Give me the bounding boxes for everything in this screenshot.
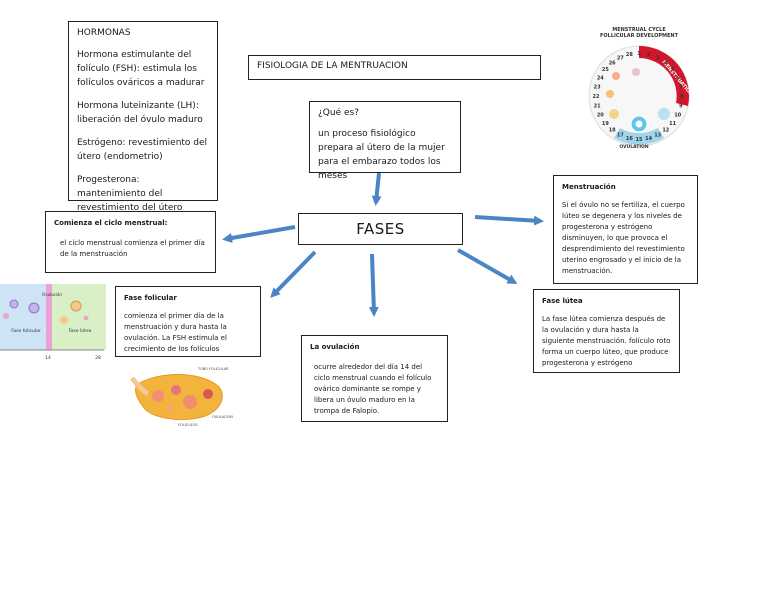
lutea-box: Fase lútea La fase lútea comienza despué… (533, 289, 680, 373)
ovulacion-box: La ovulación ocurre alrededor del día 14… (301, 335, 448, 422)
cycle-title-2: FOLLICULAR DEVELOPMENT (600, 33, 679, 39)
hormona-lh: Hormona luteinizante (LH): liberación de… (77, 101, 203, 125)
arrow-fases-to-folicular (270, 250, 317, 298)
ovulation-band-label: OVULATION (619, 144, 648, 150)
menstrual-cycle-image: MENSTRUAL CYCLE FOLLICULAR DEVELOPMENT M… (588, 27, 690, 150)
ovary-label-top: TUBO FOLICULAR (197, 367, 229, 371)
folicular-box: Fase folicular comienza el primer día de… (115, 286, 261, 357)
cycle-day-7: 7 (679, 84, 683, 90)
arrow-fases-to-lutea (457, 248, 518, 284)
cycle-day-16: 16 (626, 136, 633, 142)
cycle-day-11: 11 (669, 121, 676, 127)
cycle-day-19: 19 (602, 121, 609, 127)
arrow-fases-to-menstruacion (474, 215, 544, 226)
arrow-quees-to-fases (371, 172, 382, 206)
cycle-day-13: 13 (654, 133, 661, 139)
arrow-fases-to-ovulacion (368, 253, 379, 317)
hormona-estrogeno: Estrógeno: revestimiento del útero (endo… (77, 138, 208, 162)
cycle-day-22: 22 (593, 94, 600, 100)
ovary-label-bottom: FOLÍCULOS (178, 422, 198, 427)
chart-right-label: Fase lútea (69, 327, 92, 334)
arrow-fases-to-comienza (222, 225, 296, 243)
cycle-day-12: 12 (662, 128, 669, 134)
cycle-day-24: 24 (597, 75, 604, 81)
cycle-day-17: 17 (617, 133, 624, 139)
ovary-image: TUBO FOLICULAR OVULACIÓN FOLÍCULOS (130, 367, 233, 427)
main-title: FISIOLOGIA DE LA MENTRUACION (257, 61, 408, 71)
cycle-day-6: 6 (676, 75, 680, 81)
folicular-text: comienza el primer día de la menstruació… (124, 312, 227, 353)
fases-label: FASES (356, 220, 405, 238)
hormonas-title: HORMONAS (77, 28, 131, 38)
cycle-day-20: 20 (597, 113, 604, 119)
menstruacion-title: Menstruación (562, 183, 616, 191)
cycle-day-27: 27 (617, 55, 624, 61)
cycle-day-8: 8 (680, 94, 684, 100)
hormona-fsh: Hormona estimulante del folículo (FSH): … (77, 50, 205, 88)
main-title-box: FISIOLOGIA DE LA MENTRUACION (248, 55, 541, 80)
cycle-day-1: 1 (637, 51, 641, 57)
chart-tick-14: 14 (45, 355, 51, 361)
cycle-day-28: 28 (626, 52, 633, 58)
comienza-title: Comienza el ciclo menstrual: (54, 219, 168, 227)
fases-center-box: FASES (298, 213, 463, 245)
cycle-day-14: 14 (645, 136, 652, 142)
cycle-day-18: 18 (609, 128, 616, 134)
chart-left-label: Fase folicular (11, 328, 41, 334)
cycle-day-3: 3 (656, 55, 660, 61)
menstruacion-box: Menstruación Si el óvulo no se fertiliza… (553, 175, 698, 284)
hormona-progesterona: Progesterona: mantenimiento del revestim… (77, 175, 183, 213)
ovary-label-right: OVULACIÓN (212, 414, 233, 419)
que-es-box: ¿Qué es? un proceso fisiológico prepara … (309, 101, 461, 181)
cycle-day-9: 9 (679, 104, 683, 110)
cycle-day-23: 23 (594, 84, 601, 90)
chart-tick-28: 28 (95, 355, 101, 361)
cycle-day-2: 2 (647, 52, 651, 58)
cycle-title-1: MENSTRUAL CYCLE (612, 27, 666, 33)
cycle-day-21: 21 (594, 104, 601, 110)
que-es-question: ¿Qué es? (318, 108, 359, 118)
ovulacion-text: ocurre alrededor del día 14 del ciclo me… (314, 363, 432, 415)
comienza-text: el ciclo menstrual comienza el primer dí… (60, 239, 205, 258)
hormonas-box: HORMONAS Hormona estimulante del folícul… (68, 21, 218, 213)
phase-chart-image: Ovulación Fase folicular Fase lútea 14 2… (0, 284, 106, 361)
cycle-day-5: 5 (671, 67, 675, 73)
comienza-box: Comienza el ciclo menstrual: el ciclo me… (45, 211, 216, 273)
cycle-day-25: 25 (602, 67, 609, 73)
folicular-title: Fase folicular (124, 294, 177, 302)
lutea-title: Fase lútea (542, 297, 583, 305)
lutea-text: La fase lútea comienza después de la ovu… (542, 315, 671, 367)
que-es-answer: un proceso fisiológico prepara al útero … (318, 129, 445, 181)
cycle-day-15: 15 (636, 137, 643, 143)
ovulacion-title: La ovulación (310, 343, 360, 351)
cycle-day-26: 26 (609, 60, 616, 66)
menstruacion-text: Si el óvulo no se fertiliza, el cuerpo l… (562, 201, 685, 275)
cycle-day-10: 10 (674, 113, 681, 119)
cycle-day-4: 4 (664, 60, 668, 66)
chart-ovulation-label: Ovulación (42, 292, 62, 297)
